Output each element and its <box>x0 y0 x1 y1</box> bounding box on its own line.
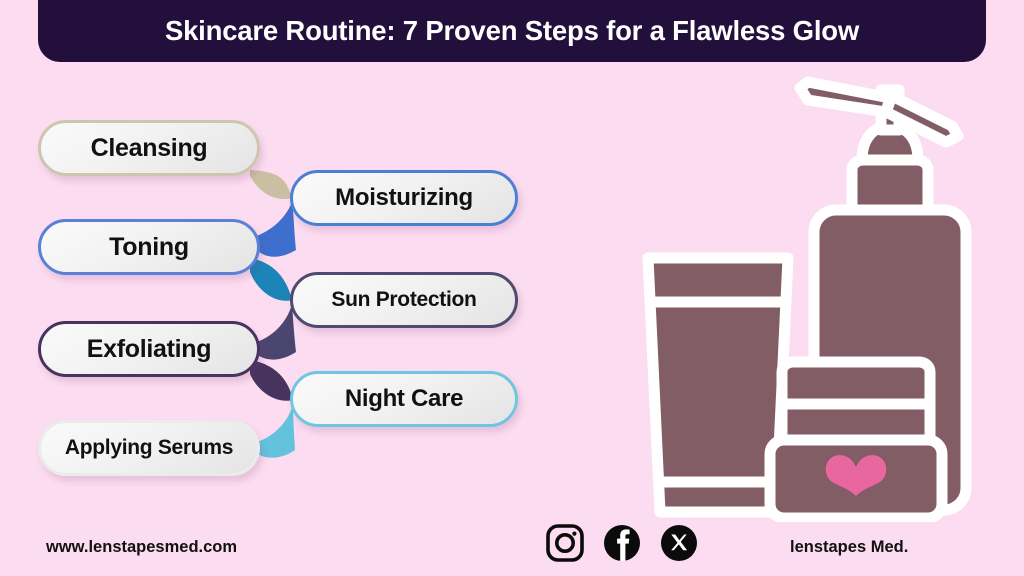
instagram-icon[interactable] <box>545 523 585 563</box>
connector-3 <box>250 258 292 301</box>
step-label: Applying Serums <box>64 436 234 459</box>
step-label: Toning <box>109 232 189 261</box>
step-pill-night-care[interactable]: Night Care <box>290 371 518 427</box>
heart-icon <box>825 454 887 496</box>
brand-name: lenstapes Med. <box>790 538 909 556</box>
step-pill-moisturizing[interactable]: Moisturizing <box>290 170 518 226</box>
facebook-icon[interactable] <box>602 523 642 563</box>
step-pill-applying-serums[interactable]: Applying Serums <box>38 420 260 476</box>
website-url[interactable]: www.lenstapesmed.com <box>46 538 238 556</box>
step-pill-toning[interactable]: Toning <box>38 219 260 275</box>
cream-jar-icon <box>764 356 948 522</box>
connector-5 <box>250 360 293 401</box>
step-pill-cleansing[interactable]: Cleansing <box>38 120 260 176</box>
step-pill-exfoliating[interactable]: Exfoliating <box>38 321 260 377</box>
x-twitter-icon[interactable] <box>659 523 699 563</box>
step-pill-sun-protection[interactable]: Sun Protection <box>290 272 518 328</box>
skincare-products-illustration <box>642 76 972 522</box>
step-label: Cleansing <box>90 133 208 162</box>
page-title: Skincare Routine: 7 Proven Steps for a F… <box>164 15 860 46</box>
steps-diagram: Cleansing Moisturizing Toning Sun Protec… <box>0 62 560 512</box>
step-label: Moisturizing <box>335 184 473 211</box>
step-label: Sun Protection <box>331 288 477 311</box>
header-bar: Skincare Routine: 7 Proven Steps for a F… <box>38 0 986 62</box>
step-label: Night Care <box>344 385 464 412</box>
step-label: Exfoliating <box>86 334 212 363</box>
connector-1 <box>250 170 292 200</box>
social-links <box>545 523 699 563</box>
